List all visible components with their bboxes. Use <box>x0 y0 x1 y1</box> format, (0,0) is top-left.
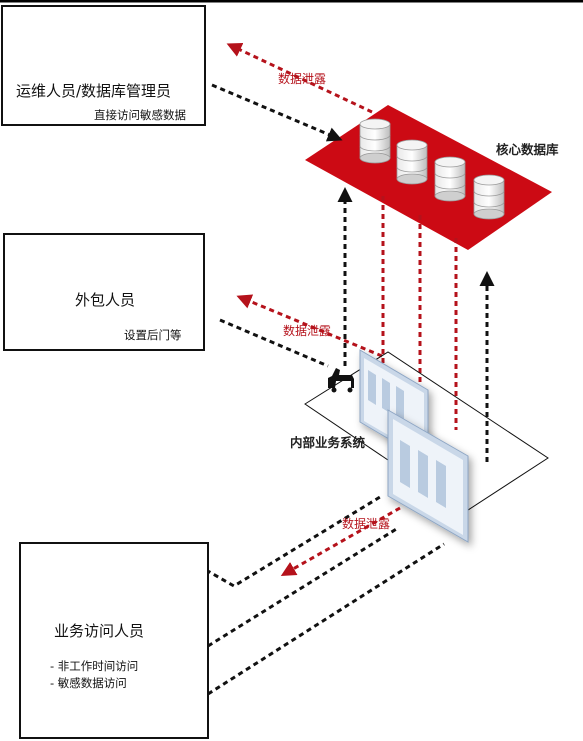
ops-box <box>1 5 206 126</box>
core-db-label: 核心数据库 <box>496 142 559 157</box>
outsource-leak-arrow <box>236 294 383 358</box>
business-note-1: - 非工作时间访问 <box>50 659 139 673</box>
outsource-box <box>3 233 205 351</box>
database-icon <box>359 118 391 164</box>
database-icon <box>473 174 505 220</box>
business-note-2: - 敏感数据访问 <box>50 676 127 690</box>
outsource-note: 设置后门等 <box>124 328 182 342</box>
outsource-access-arrow <box>219 318 329 368</box>
database-icon <box>434 156 466 202</box>
core-db-platform <box>305 105 552 250</box>
ops-title: 运维人员/数据库管理员 <box>16 82 172 100</box>
database-icon <box>396 139 428 185</box>
ops-leak-label: 数据泄露 <box>278 72 327 86</box>
internal-system-label: 内部业务系统 <box>290 435 366 450</box>
outsource-title: 外包人员 <box>75 291 136 309</box>
ops-leak-arrow <box>226 43 373 114</box>
ops-note: 直接访问敏感数据 <box>94 108 186 122</box>
business-title: 业务访问人员 <box>54 622 145 640</box>
business-box <box>19 542 209 739</box>
ops-access-arrow <box>211 83 343 142</box>
business-access-arrow-3 <box>207 542 445 696</box>
system-window-icon <box>387 409 469 543</box>
business-access-arrow-2 <box>207 526 399 648</box>
business-access-arrow-1 <box>205 495 381 588</box>
business-leak-arrow <box>280 506 401 576</box>
outsource-leak-label: 数据泄露 <box>283 324 332 338</box>
trojan-horse-icon <box>328 368 354 393</box>
business-leak-label: 数据泄露 <box>342 517 391 531</box>
